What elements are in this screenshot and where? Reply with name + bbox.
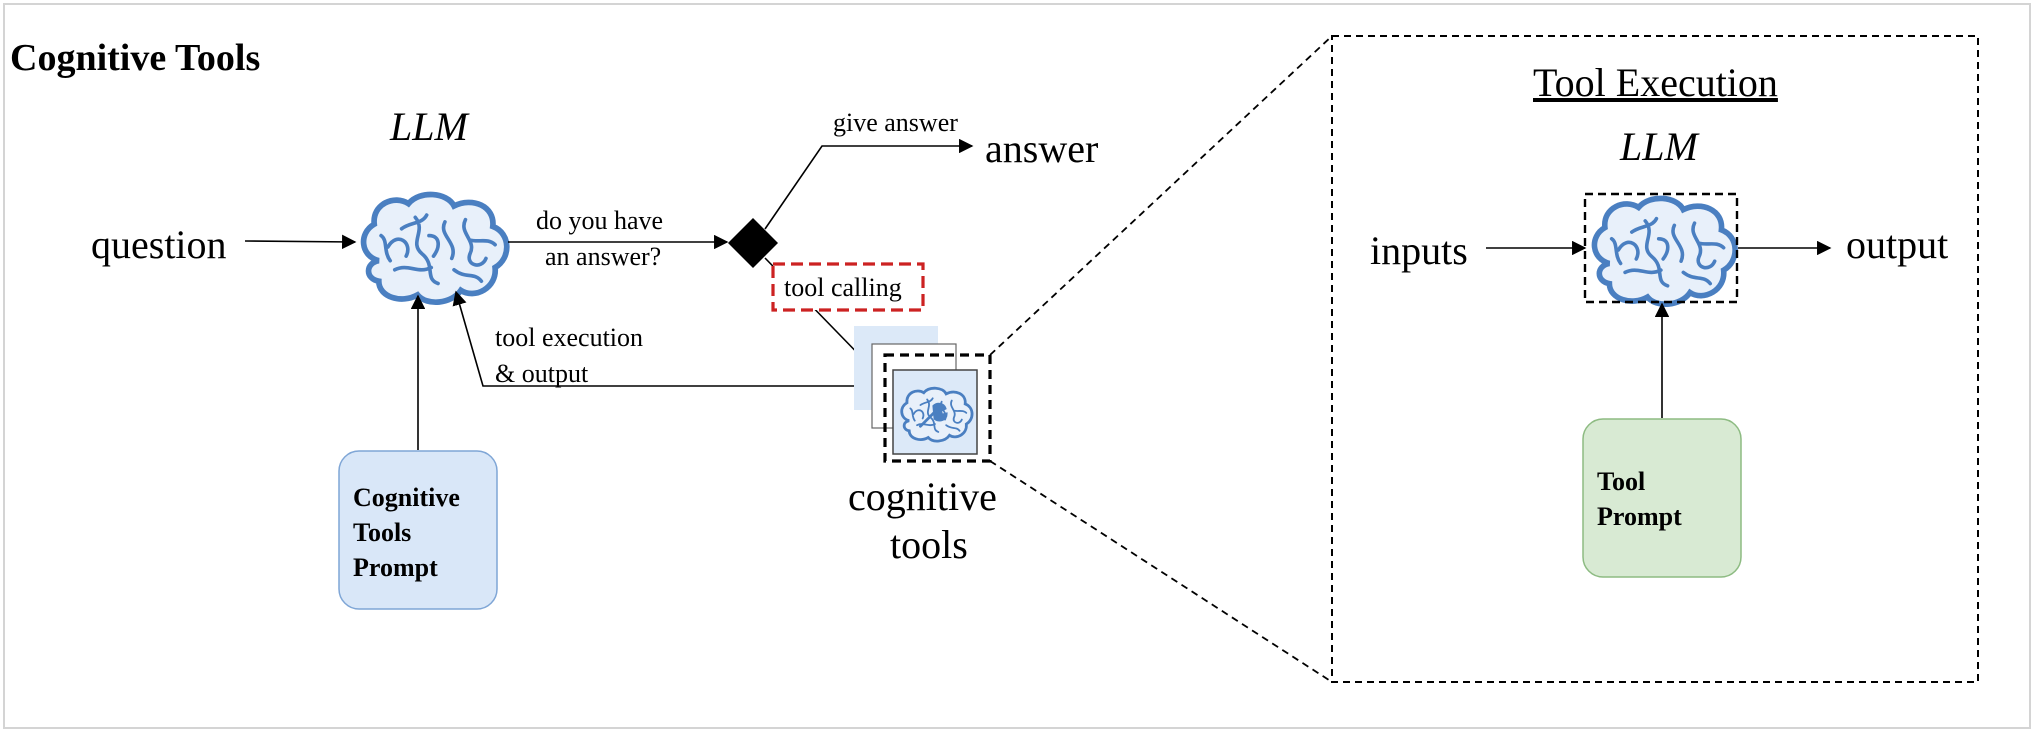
answer-label: answer bbox=[985, 126, 1098, 171]
prompt-line1: Cognitive bbox=[353, 483, 460, 512]
tool-stack-highlight bbox=[883, 353, 992, 463]
tool-prompt-line1: Tool bbox=[1597, 467, 1645, 496]
question-label: question bbox=[91, 222, 227, 267]
tool-execution-line2: & output bbox=[495, 359, 589, 388]
panel-title: Tool Execution bbox=[1533, 60, 1778, 105]
cognitive-tools-line2: tools bbox=[890, 522, 968, 567]
decision-diamond bbox=[728, 218, 778, 268]
decision-question-line1: do you have bbox=[536, 206, 663, 235]
tool-calling-label: tool calling bbox=[784, 273, 902, 302]
cognitive-tools-line1: cognitive bbox=[848, 474, 997, 519]
brain-icon bbox=[364, 194, 507, 302]
panel-inputs-label: inputs bbox=[1370, 228, 1468, 273]
give-answer-arrow bbox=[764, 138, 974, 230]
tool-output-return-arrow bbox=[452, 290, 855, 387]
tool-prompt-line2: Prompt bbox=[1597, 502, 1682, 531]
panel-llm-label: LLM bbox=[1619, 124, 1700, 169]
tool-execution-line1: tool execution bbox=[495, 323, 643, 352]
llm-label: LLM bbox=[389, 104, 470, 149]
prompt-line3: Prompt bbox=[353, 553, 438, 582]
panel-output-label: output bbox=[1846, 222, 1948, 267]
tool-prompt-box bbox=[1582, 418, 1742, 578]
give-answer-label: give answer bbox=[833, 108, 958, 137]
panel-brain-icon bbox=[1594, 198, 1735, 304]
figure-frame bbox=[3, 3, 2031, 729]
question-arrow bbox=[244, 234, 357, 250]
zoom-line-top bbox=[989, 35, 1333, 356]
brain-wrench-icon bbox=[900, 386, 974, 443]
prompt-line2: Tools bbox=[353, 518, 411, 547]
tool-calling-box bbox=[771, 262, 925, 312]
cognitive-tools-prompt-box bbox=[338, 450, 498, 610]
zoom-line-bottom bbox=[989, 460, 1333, 683]
decision-question-line2: an answer? bbox=[545, 242, 661, 271]
tool-execution-panel bbox=[1331, 35, 1979, 683]
figure-title: Cognitive Tools bbox=[10, 37, 260, 79]
